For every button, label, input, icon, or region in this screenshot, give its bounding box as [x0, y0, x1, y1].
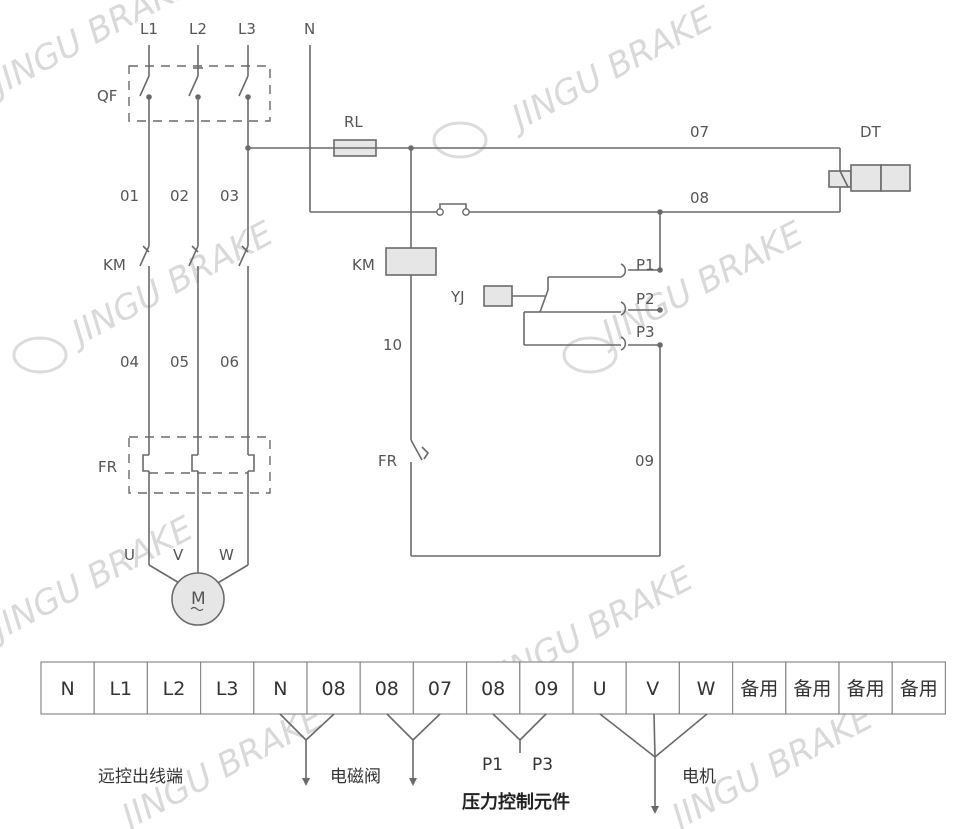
- terminal-label: N: [273, 678, 287, 700]
- terminal-label: N: [60, 678, 74, 700]
- terminal-cell: [146, 661, 202, 715]
- terminal-label: 备用: [740, 678, 778, 700]
- terminal-cell: [731, 661, 787, 715]
- watermark-brand: JINGU BRAKE: [590, 213, 810, 355]
- terminal-label: 08: [481, 678, 505, 700]
- watermark-brand: JINGU BRAKE: [0, 508, 200, 650]
- label-p2: P2: [636, 290, 655, 308]
- label-dt: DT: [860, 123, 882, 141]
- wire-label-03: 03: [220, 187, 239, 205]
- terminal-cell: [891, 661, 947, 715]
- label-fr-contact: FR: [378, 452, 397, 470]
- label-l3: L3: [238, 20, 256, 38]
- terminal-label: U: [593, 678, 607, 700]
- terminal-label: 09: [534, 678, 558, 700]
- terminal-cell: [359, 661, 415, 715]
- label-qf: QF: [97, 87, 117, 105]
- watermark-logo: [432, 121, 488, 159]
- terminal-connectors: [279, 713, 708, 814]
- motor-label: M: [191, 589, 206, 609]
- wire-label-04: 04: [120, 353, 139, 371]
- terminal-cell: [40, 661, 95, 715]
- label-km-contacts: KM: [103, 256, 126, 274]
- terminal-cell: [838, 661, 893, 715]
- wire-label-09: 09: [635, 452, 654, 470]
- watermark-logo: [562, 336, 618, 374]
- fr-frame: [128, 436, 271, 494]
- terminal-cell: [678, 661, 734, 715]
- terminal-label: L1: [109, 678, 132, 700]
- wire-label-05: 05: [170, 353, 189, 371]
- wire-label-u: U: [124, 546, 135, 564]
- terminal-cell: [93, 661, 148, 715]
- wire-label-08: 08: [690, 189, 709, 207]
- terminal-label: 备用: [793, 678, 831, 700]
- terminal-label: W: [697, 678, 716, 700]
- caption-p3: P3: [532, 755, 553, 775]
- terminal-label: 07: [428, 678, 452, 700]
- caption-valve: 电磁阀: [330, 767, 381, 787]
- terminal-label: 备用: [847, 678, 885, 700]
- wire-label-06: 06: [220, 353, 239, 371]
- power-lines: [139, 45, 255, 585]
- qf-frame: [128, 65, 271, 122]
- label-yj: YJ: [450, 288, 465, 306]
- label-fr-relay: FR: [98, 458, 117, 476]
- terminal-label: L2: [163, 678, 186, 700]
- dt-small-box: [828, 170, 852, 188]
- label-rl: RL: [344, 113, 363, 131]
- watermark-brand: JINGU BRAKE: [500, 0, 720, 141]
- watermark-logo: [12, 336, 68, 374]
- terminal-cell: [625, 661, 681, 715]
- label-km-coil: KM: [352, 256, 375, 274]
- watermark-brand: JINGU BRAKE: [110, 697, 330, 829]
- yj-box: [483, 285, 513, 307]
- wire-label-01: 01: [120, 187, 139, 205]
- control-circuit: [245, 45, 841, 557]
- wire-label-v: V: [173, 546, 184, 564]
- wire-label-w: W: [219, 546, 234, 564]
- terminal-cell: [572, 661, 627, 715]
- terminal-cell: [785, 661, 840, 715]
- wire-label-07: 07: [690, 123, 709, 141]
- terminal-label: 08: [375, 678, 399, 700]
- terminal-label: L3: [216, 678, 239, 700]
- watermark-brand: JINGU BRAKE: [660, 697, 880, 829]
- label-p3: P3: [636, 323, 655, 341]
- label-n: N: [304, 20, 315, 38]
- wire-label-02: 02: [170, 187, 189, 205]
- terminal-cell: [200, 661, 255, 715]
- label-l1: L1: [140, 20, 158, 38]
- caption-motor: 电机: [682, 767, 716, 787]
- motor-symbol: [171, 572, 225, 626]
- label-l2: L2: [189, 20, 207, 38]
- terminal-label: 备用: [900, 678, 938, 700]
- terminal-label: V: [646, 678, 659, 700]
- caption-p1: P1: [482, 755, 503, 775]
- terminal-label: 08: [322, 678, 346, 700]
- caption-pressure: 压力控制元件: [462, 791, 570, 813]
- wire-label-10: 10: [383, 336, 402, 354]
- km-coil: [385, 247, 437, 276]
- label-p1: P1: [636, 256, 655, 274]
- dt-box: [850, 164, 882, 192]
- terminal-cell: [466, 661, 521, 715]
- caption-remote: 远控出线端: [98, 767, 183, 787]
